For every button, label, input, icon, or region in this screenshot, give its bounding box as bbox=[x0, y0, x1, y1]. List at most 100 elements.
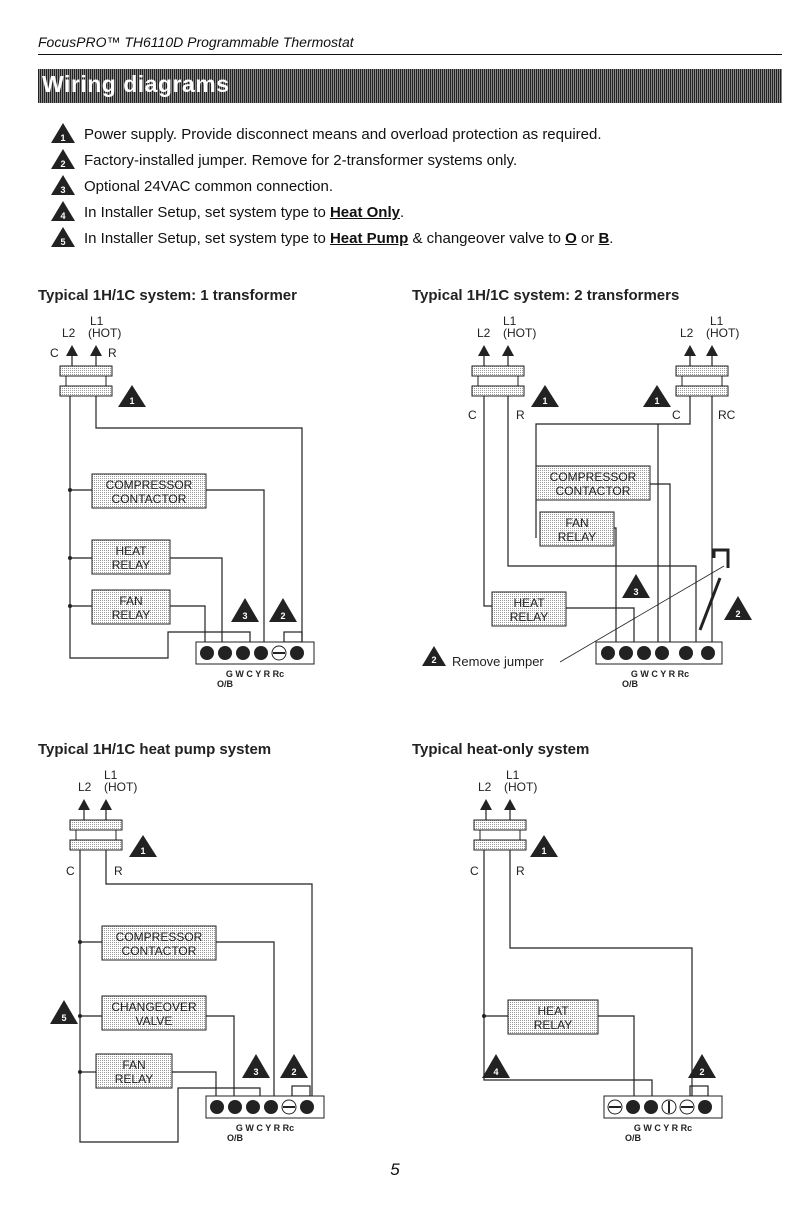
svg-text:3: 3 bbox=[60, 185, 65, 195]
wires-4 bbox=[482, 850, 709, 1097]
wires-1 bbox=[68, 396, 303, 659]
svg-text:1: 1 bbox=[129, 396, 134, 406]
diagram-1-title: Typical 1H/1C system: 1 transformer bbox=[38, 287, 297, 304]
svg-text:(HOT): (HOT) bbox=[706, 326, 739, 340]
svg-text:RELAY: RELAY bbox=[112, 558, 150, 572]
svg-text:C: C bbox=[468, 408, 477, 422]
wires-3 bbox=[78, 850, 313, 1143]
warning-2-icon: 2 bbox=[51, 149, 75, 169]
warning-3-icon: 3 bbox=[231, 598, 259, 622]
transformer-2a bbox=[471, 345, 525, 397]
svg-text:2: 2 bbox=[735, 609, 740, 619]
warning-1-icon: 1 bbox=[531, 385, 559, 407]
svg-text:RELAY: RELAY bbox=[558, 530, 596, 544]
warning-4-icon: 4 bbox=[51, 201, 75, 221]
svg-text:C: C bbox=[66, 864, 75, 878]
svg-text:3: 3 bbox=[242, 611, 247, 621]
warning-2-icon: 2 bbox=[269, 598, 297, 622]
terminal-block-3: G W C Y R Rc O/B bbox=[205, 1095, 325, 1143]
section-title: Wiring diagrams bbox=[42, 71, 230, 97]
svg-text:2: 2 bbox=[280, 611, 285, 621]
terminal-block-4: G W C Y R Rc O/B bbox=[603, 1095, 723, 1143]
compressor-contactor-2: COMPRESSOR CONTACTOR bbox=[535, 465, 651, 501]
diagram-4-title: Typical heat-only system bbox=[412, 741, 589, 758]
svg-text:4: 4 bbox=[60, 211, 65, 221]
svg-text:L1: L1 bbox=[506, 768, 520, 782]
svg-text:RELAY: RELAY bbox=[115, 1072, 153, 1086]
svg-text:HEAT: HEAT bbox=[115, 544, 147, 558]
svg-text:1: 1 bbox=[60, 133, 65, 143]
heat-relay-1: HEAT RELAY bbox=[91, 539, 171, 575]
heat-relay-2: HEAT RELAY bbox=[491, 591, 567, 627]
svg-text:HEAT: HEAT bbox=[513, 596, 545, 610]
note-3-text: Optional 24VAC common connection. bbox=[84, 178, 334, 195]
warning-2-icon: 2 bbox=[724, 596, 752, 620]
note-2-text: Factory-installed jumper. Remove for 2-t… bbox=[84, 152, 518, 169]
svg-text:G W C Y R Rc: G W C Y R Rc bbox=[634, 1123, 692, 1133]
svg-text:VALVE: VALVE bbox=[136, 1014, 173, 1028]
svg-text:G W C Y R Rc: G W C Y R Rc bbox=[226, 669, 284, 679]
terminal-block-1: G W C Y R Rc O/B bbox=[195, 641, 315, 689]
section-banner: Wiring diagrams bbox=[38, 69, 782, 103]
note-1-text: Power supply. Provide disconnect means a… bbox=[84, 126, 602, 143]
warning-1-icon: 1 bbox=[530, 835, 558, 857]
svg-text:R: R bbox=[516, 864, 525, 878]
svg-text:L2: L2 bbox=[478, 780, 492, 794]
svg-text:L2: L2 bbox=[477, 326, 491, 340]
svg-text:3: 3 bbox=[253, 1067, 258, 1077]
compressor-contactor-3: COMPRESSOR CONTACTOR bbox=[101, 925, 217, 961]
svg-text:2: 2 bbox=[699, 1067, 704, 1077]
svg-text:CONTACTOR: CONTACTOR bbox=[112, 492, 187, 506]
svg-text:4: 4 bbox=[493, 1067, 498, 1077]
svg-text:O/B: O/B bbox=[217, 679, 234, 689]
svg-text:COMPRESSOR: COMPRESSOR bbox=[106, 478, 193, 492]
header-rule bbox=[38, 54, 782, 55]
document-header: FocusPRO™ TH6110D Programmable Thermosta… bbox=[38, 34, 354, 50]
svg-text:O/B: O/B bbox=[227, 1133, 244, 1143]
diagram-2: Typical 1H/1C system: 2 transformers L1 … bbox=[412, 287, 752, 689]
r-label: R bbox=[108, 346, 117, 360]
svg-text:C: C bbox=[470, 864, 479, 878]
svg-text:HEAT: HEAT bbox=[537, 1004, 569, 1018]
transformer-1 bbox=[59, 345, 113, 397]
svg-text:1: 1 bbox=[542, 396, 547, 406]
svg-text:RELAY: RELAY bbox=[510, 610, 548, 624]
diagram-2-title: Typical 1H/1C system: 2 transformers bbox=[412, 287, 679, 304]
compressor-contactor-1: COMPRESSOR CONTACTOR bbox=[91, 473, 207, 509]
warning-5-icon: 5 bbox=[50, 1000, 78, 1024]
diagram-3-title: Typical 1H/1C heat pump system bbox=[38, 741, 271, 758]
remove-jumper-note: 2 Remove jumper bbox=[422, 646, 544, 669]
fan-relay-2: FAN RELAY bbox=[539, 511, 615, 547]
warning-2-icon: 2 bbox=[688, 1054, 716, 1078]
svg-text:G W C Y R Rc: G W C Y R Rc bbox=[631, 669, 689, 679]
warning-3-icon: 3 bbox=[622, 574, 650, 598]
svg-text:L2: L2 bbox=[78, 780, 92, 794]
svg-text:C: C bbox=[672, 408, 681, 422]
svg-text:FAN: FAN bbox=[119, 594, 142, 608]
warning-1-icon: 1 bbox=[643, 385, 671, 407]
warning-1-icon: 1 bbox=[51, 123, 75, 143]
svg-text:2: 2 bbox=[291, 1067, 296, 1077]
svg-text:5: 5 bbox=[60, 237, 65, 247]
warning-4-icon: 4 bbox=[482, 1054, 510, 1078]
fan-relay-3: FAN RELAY bbox=[95, 1053, 173, 1089]
l2-label: L2 bbox=[62, 326, 76, 340]
hot-label: (HOT) bbox=[88, 326, 121, 340]
svg-text:FAN: FAN bbox=[122, 1058, 145, 1072]
svg-text:CONTACTOR: CONTACTOR bbox=[122, 944, 197, 958]
svg-text:L1: L1 bbox=[503, 314, 517, 328]
warning-1-icon: 1 bbox=[118, 385, 146, 407]
svg-text:2: 2 bbox=[60, 159, 65, 169]
warning-1-icon: 1 bbox=[129, 835, 157, 857]
svg-text:2: 2 bbox=[431, 655, 436, 665]
note-5-text: In Installer Setup, set system type to H… bbox=[84, 230, 614, 247]
svg-text:L1: L1 bbox=[710, 314, 724, 328]
terminal-block-2: G W C Y R Rc O/B bbox=[595, 641, 723, 689]
svg-text:CONTACTOR: CONTACTOR bbox=[556, 484, 631, 498]
transformer-3 bbox=[69, 799, 123, 851]
page-number: 5 bbox=[390, 1160, 400, 1179]
heat-relay-4: HEAT RELAY bbox=[507, 999, 599, 1035]
svg-text:1: 1 bbox=[140, 846, 145, 856]
svg-text:(HOT): (HOT) bbox=[504, 780, 537, 794]
